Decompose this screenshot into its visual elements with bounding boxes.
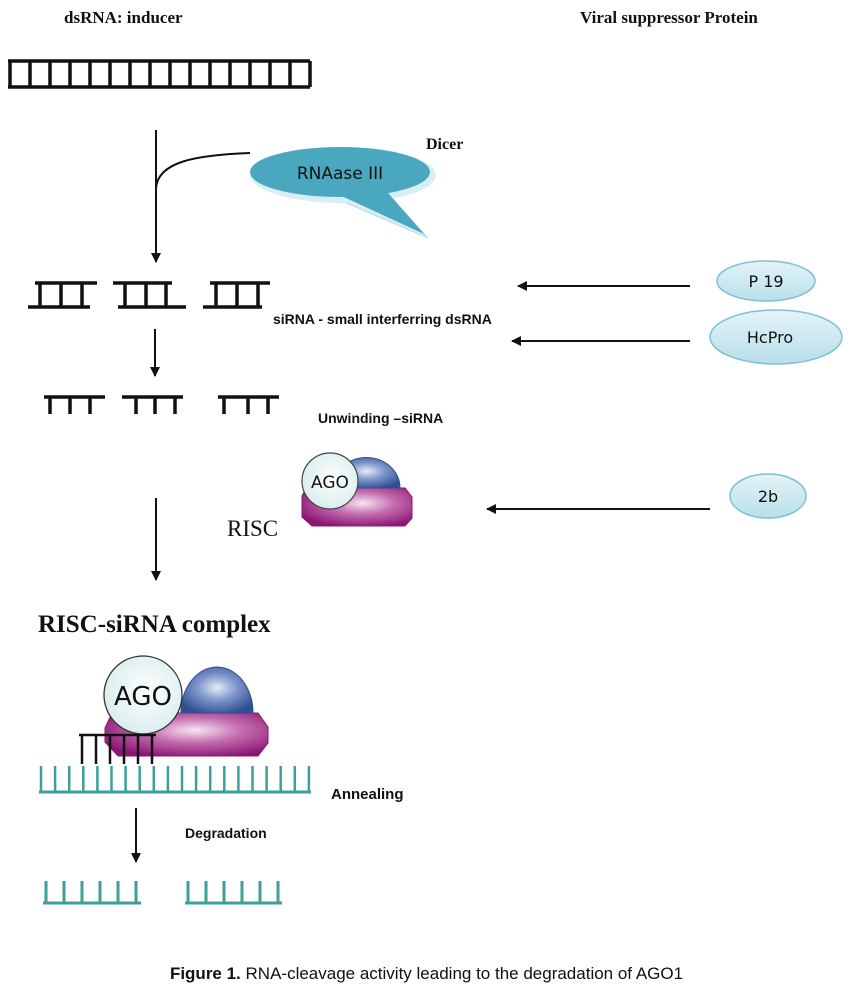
figure-caption: Figure 1. RNA-cleavage activity leading … [0,964,853,984]
single-strand [44,395,105,414]
ago-label-small: AGO [311,473,349,493]
degraded-fragment [185,881,282,905]
caption-text: RNA-cleavage activity leading to the deg… [240,964,684,983]
bound-sirna [79,733,156,764]
sirna-ladder [203,281,270,309]
suppressor-p19: P 19 [716,260,816,302]
unwound-strands [44,395,279,414]
suppressor-hcpro: HcPro [709,309,843,365]
caption-prefix: Figure 1. [169,964,241,983]
degraded-fragment [43,881,141,905]
dicer-curve [155,152,251,189]
sirna-label: siRNA - small interferring dsRNA [273,311,492,327]
suppressor-2b: 2b [729,473,807,519]
suppressor-label: HcPro [747,328,793,347]
single-strand [218,395,279,414]
rnaase-label: RNAase III [297,164,383,184]
degradation-label: Degradation [185,825,267,841]
sirna-ladders [28,281,270,309]
target-mrna [39,766,311,794]
dicer-label: Dicer [426,136,463,153]
sirna-ladder [113,281,186,309]
risc-complex-title: RISC-siRNA complex [38,611,271,638]
annealing-label: Annealing [331,786,404,803]
risc-complex-large: AGO [103,655,269,757]
single-strand [122,395,183,414]
risc-complex-small: AGO [301,452,413,527]
suppressor-header: Viral suppressor Protein [580,8,758,27]
unwinding-label: Unwinding –siRNA [318,410,443,426]
dsrna-ladder [8,59,312,89]
inducer-header: dsRNA: inducer [64,8,183,27]
suppressor-label: 2b [758,487,778,506]
rnaase-bubble: RNAase III [250,147,436,239]
risc-label: RISC [227,516,278,541]
sirna-ladder [28,281,97,309]
suppressor-label: P 19 [748,272,783,291]
ago-label-large: AGO [114,682,172,712]
